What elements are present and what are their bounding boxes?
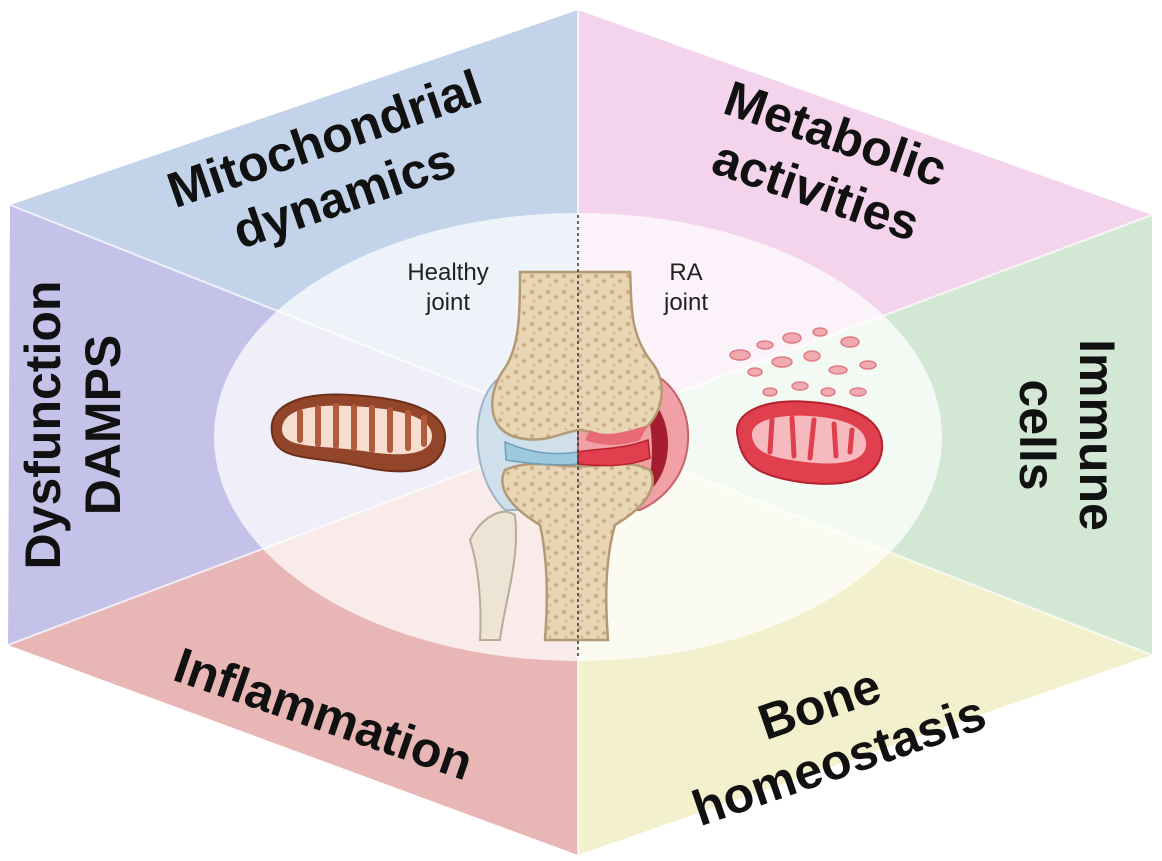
label-dysfunction-damps: Dysfunction DAMPS (15, 281, 131, 570)
knee-joint-icon (468, 270, 690, 642)
svg-text:DAMPS: DAMPS (75, 335, 131, 516)
svg-text:Dysfunction: Dysfunction (15, 281, 71, 570)
healthy-mitochondrion-icon (270, 393, 447, 473)
svg-text:cells: cells (1009, 379, 1065, 490)
healthy-joint-label: Healthy joint (407, 259, 488, 316)
svg-text:Immune: Immune (1069, 339, 1125, 531)
damaged-mitochondrion-icon (729, 327, 884, 485)
svg-text:RA: RA (669, 259, 702, 286)
svg-text:joint: joint (425, 289, 470, 316)
label-immune-cells: Immune cells (1009, 339, 1125, 531)
svg-text:joint: joint (663, 289, 708, 316)
svg-text:Healthy: Healthy (407, 259, 488, 286)
ra-joint-label: RA joint (663, 259, 708, 316)
